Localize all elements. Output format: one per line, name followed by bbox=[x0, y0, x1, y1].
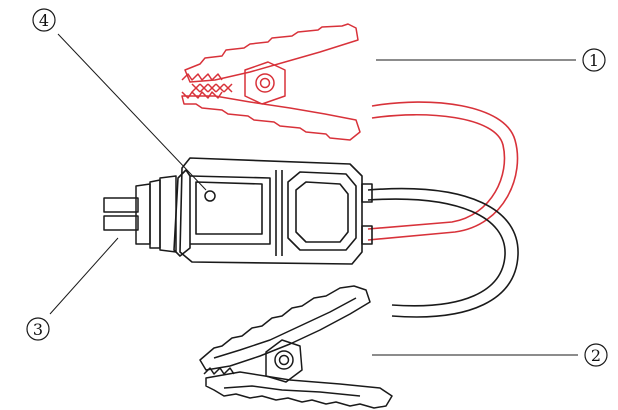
callout-1-number: 1 bbox=[589, 51, 599, 70]
red-cable bbox=[367, 101, 519, 241]
connector-plug bbox=[103, 175, 177, 253]
callout-3-circle bbox=[26, 317, 50, 341]
leader-line-4 bbox=[57, 33, 207, 191]
black-cable bbox=[367, 187, 519, 318]
callout-2-circle bbox=[584, 343, 608, 367]
indicator-light-icon bbox=[204, 190, 216, 202]
callout-3-number: 3 bbox=[33, 320, 43, 339]
callout-2: 2 bbox=[584, 343, 608, 367]
leader-line-3 bbox=[49, 237, 119, 315]
callout-3: 3 bbox=[26, 317, 50, 341]
callout-2-number: 2 bbox=[591, 346, 601, 365]
callout-1: 1 bbox=[582, 48, 606, 72]
callout-4-number: 4 bbox=[39, 11, 49, 30]
callout-4-circle bbox=[32, 8, 56, 32]
callout-4: 4 bbox=[32, 8, 56, 32]
black-clamp bbox=[199, 285, 393, 409]
red-clamp bbox=[181, 23, 361, 141]
callout-1-circle bbox=[582, 48, 606, 72]
control-box bbox=[173, 157, 373, 265]
leader-lines bbox=[49, 33, 578, 356]
